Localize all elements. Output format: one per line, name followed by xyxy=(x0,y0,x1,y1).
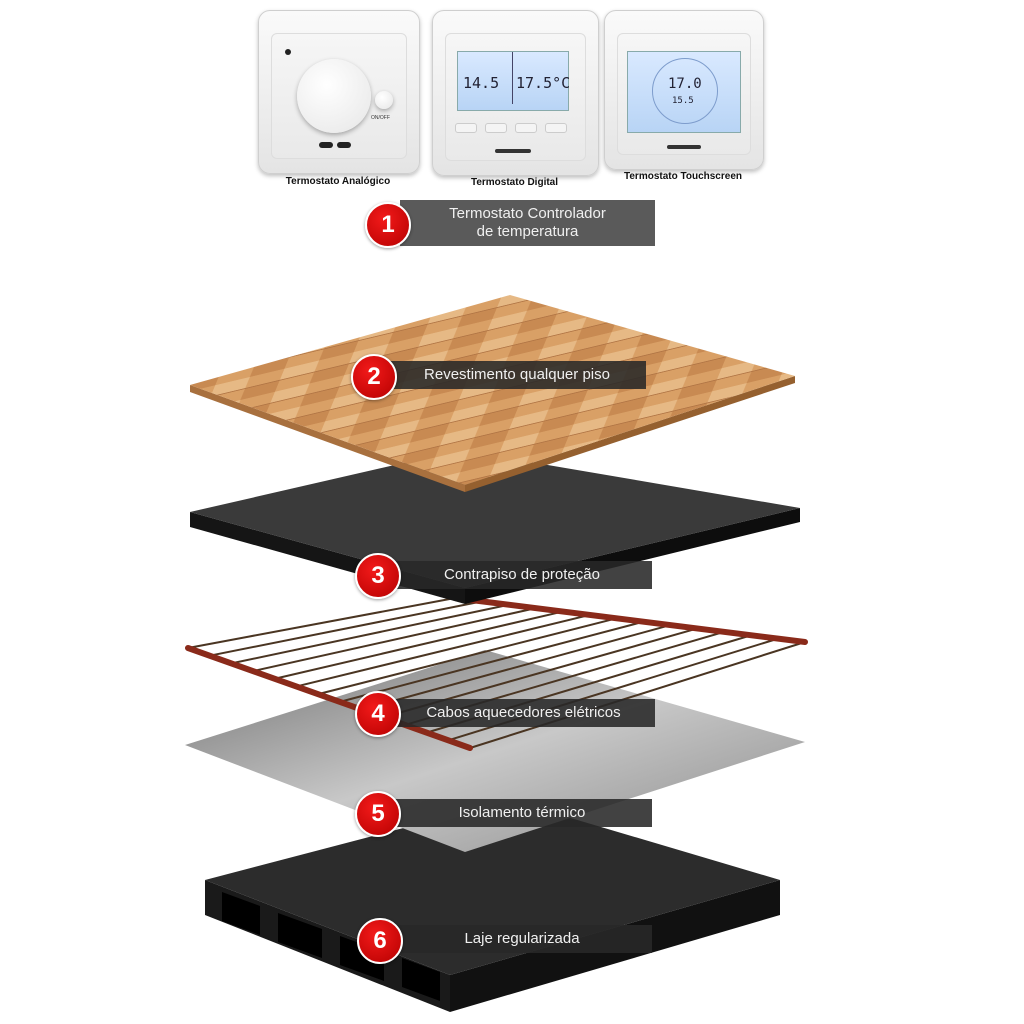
analog-thermostat: ON/OFF xyxy=(258,10,420,174)
cable-support-bar xyxy=(452,595,808,645)
touchscreen-thermostat: 17.0 15.5 xyxy=(604,10,764,170)
badge-2: 2 xyxy=(351,354,397,400)
badge-4: 4 xyxy=(355,691,401,737)
touch-display[interactable]: 17.0 15.5 xyxy=(627,51,741,133)
label-floor-covering: Revestimento qualquer piso xyxy=(388,361,646,389)
screw-cover-icon xyxy=(319,142,333,148)
heating-cable xyxy=(252,607,536,673)
power-button-label: ON/OFF xyxy=(371,115,390,121)
thermostat-caption: Termostato Touchscreen xyxy=(624,171,742,182)
label-line-1: Termostato Controlador xyxy=(449,205,606,222)
badge-6: 6 xyxy=(357,918,403,964)
heating-cable xyxy=(187,597,456,649)
room-temperature: 15.5 xyxy=(672,96,694,106)
label-screed: Contrapiso de proteção xyxy=(392,561,652,589)
label-heating-cables: Cabos aquecedores elétricos xyxy=(392,699,655,727)
heating-cable xyxy=(469,641,806,749)
heating-cable xyxy=(361,624,671,711)
digital-thermostat: 14.5 17.5°C xyxy=(432,10,599,176)
indicator-led-icon xyxy=(285,49,291,55)
heating-cable xyxy=(274,610,563,680)
slot-icon xyxy=(667,145,701,149)
badge-1: 1 xyxy=(365,202,411,248)
badge-3: 3 xyxy=(355,553,401,599)
screw-cover-icon xyxy=(337,142,351,148)
label-slab: Laje regularizada xyxy=(392,925,652,953)
dial-ring-icon xyxy=(652,58,718,124)
label-thermostat: Termostato Controlador de temperatura xyxy=(400,200,655,246)
power-button[interactable] xyxy=(545,123,567,133)
heating-cable xyxy=(231,603,510,665)
slot-icon xyxy=(495,149,531,153)
label-line-2: de temperatura xyxy=(476,223,579,240)
set-temperature: 17.5°C xyxy=(516,74,571,92)
wood-floor-layer xyxy=(190,295,795,492)
label-insulation: Isolamento térmico xyxy=(392,799,652,827)
cable-support-bar xyxy=(185,645,473,751)
thermostat-caption: Termostato Analógico xyxy=(285,176,391,187)
heating-cable xyxy=(209,600,483,657)
set-temperature: 17.0 xyxy=(668,76,702,92)
heating-cable xyxy=(339,620,644,703)
heating-cable xyxy=(317,617,617,696)
room-temperature: 14.5 xyxy=(463,74,500,92)
up-button[interactable] xyxy=(485,123,507,133)
heating-cable xyxy=(296,613,590,688)
temperature-dial[interactable] xyxy=(297,59,371,133)
lcd-display: 14.5 17.5°C xyxy=(457,51,571,111)
heating-cables-layer xyxy=(185,595,808,751)
thermostat-caption: Termostato Digital xyxy=(470,177,559,188)
down-button[interactable] xyxy=(515,123,537,133)
power-button[interactable] xyxy=(375,91,393,109)
badge-5: 5 xyxy=(355,791,401,837)
menu-button[interactable] xyxy=(455,123,477,133)
